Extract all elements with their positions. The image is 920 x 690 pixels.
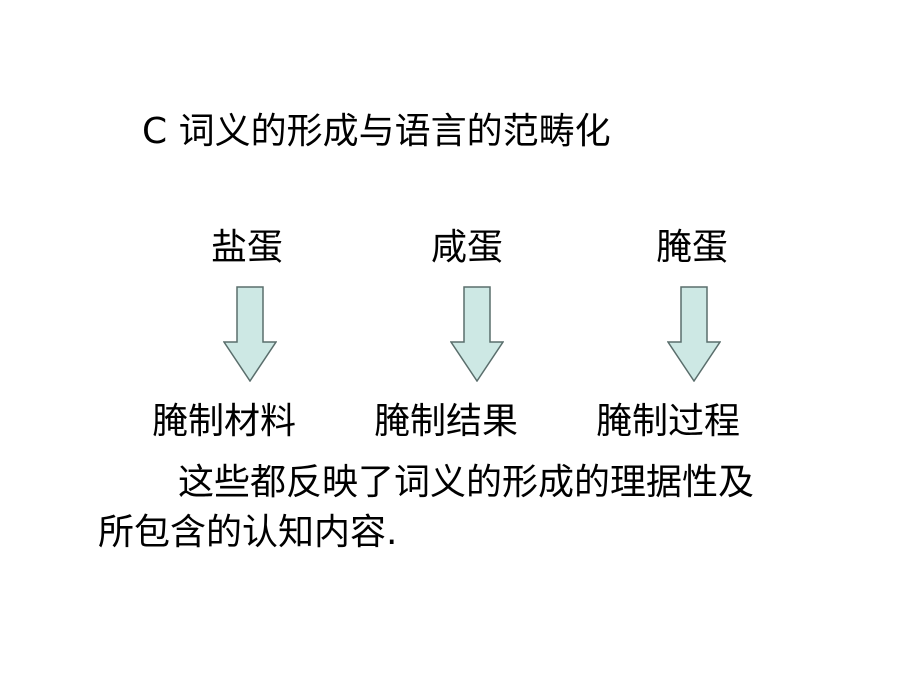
down-arrow-icon — [450, 286, 504, 382]
slide-title: C 词义的形成与语言的范畴化 — [142, 111, 611, 152]
meaning-result: 腌制结果 — [374, 401, 519, 442]
explanation-line-2: 所包含的认知内容. — [98, 512, 398, 553]
term-salt-egg: 盐蛋 — [211, 227, 284, 268]
explanation-line-1: 这些都反映了词义的形成的理据性及 — [178, 462, 755, 503]
meaning-process: 腌制过程 — [596, 401, 741, 442]
term-salty-egg: 咸蛋 — [431, 227, 504, 268]
meaning-material: 腌制材料 — [152, 401, 297, 442]
term-pickled-egg: 腌蛋 — [656, 227, 729, 268]
down-arrow-icon — [223, 286, 277, 382]
explanation-paragraph: 这些都反映了词义的形成的理据性及 所包含的认知内容. — [98, 458, 858, 558]
down-arrow-icon — [667, 286, 721, 382]
